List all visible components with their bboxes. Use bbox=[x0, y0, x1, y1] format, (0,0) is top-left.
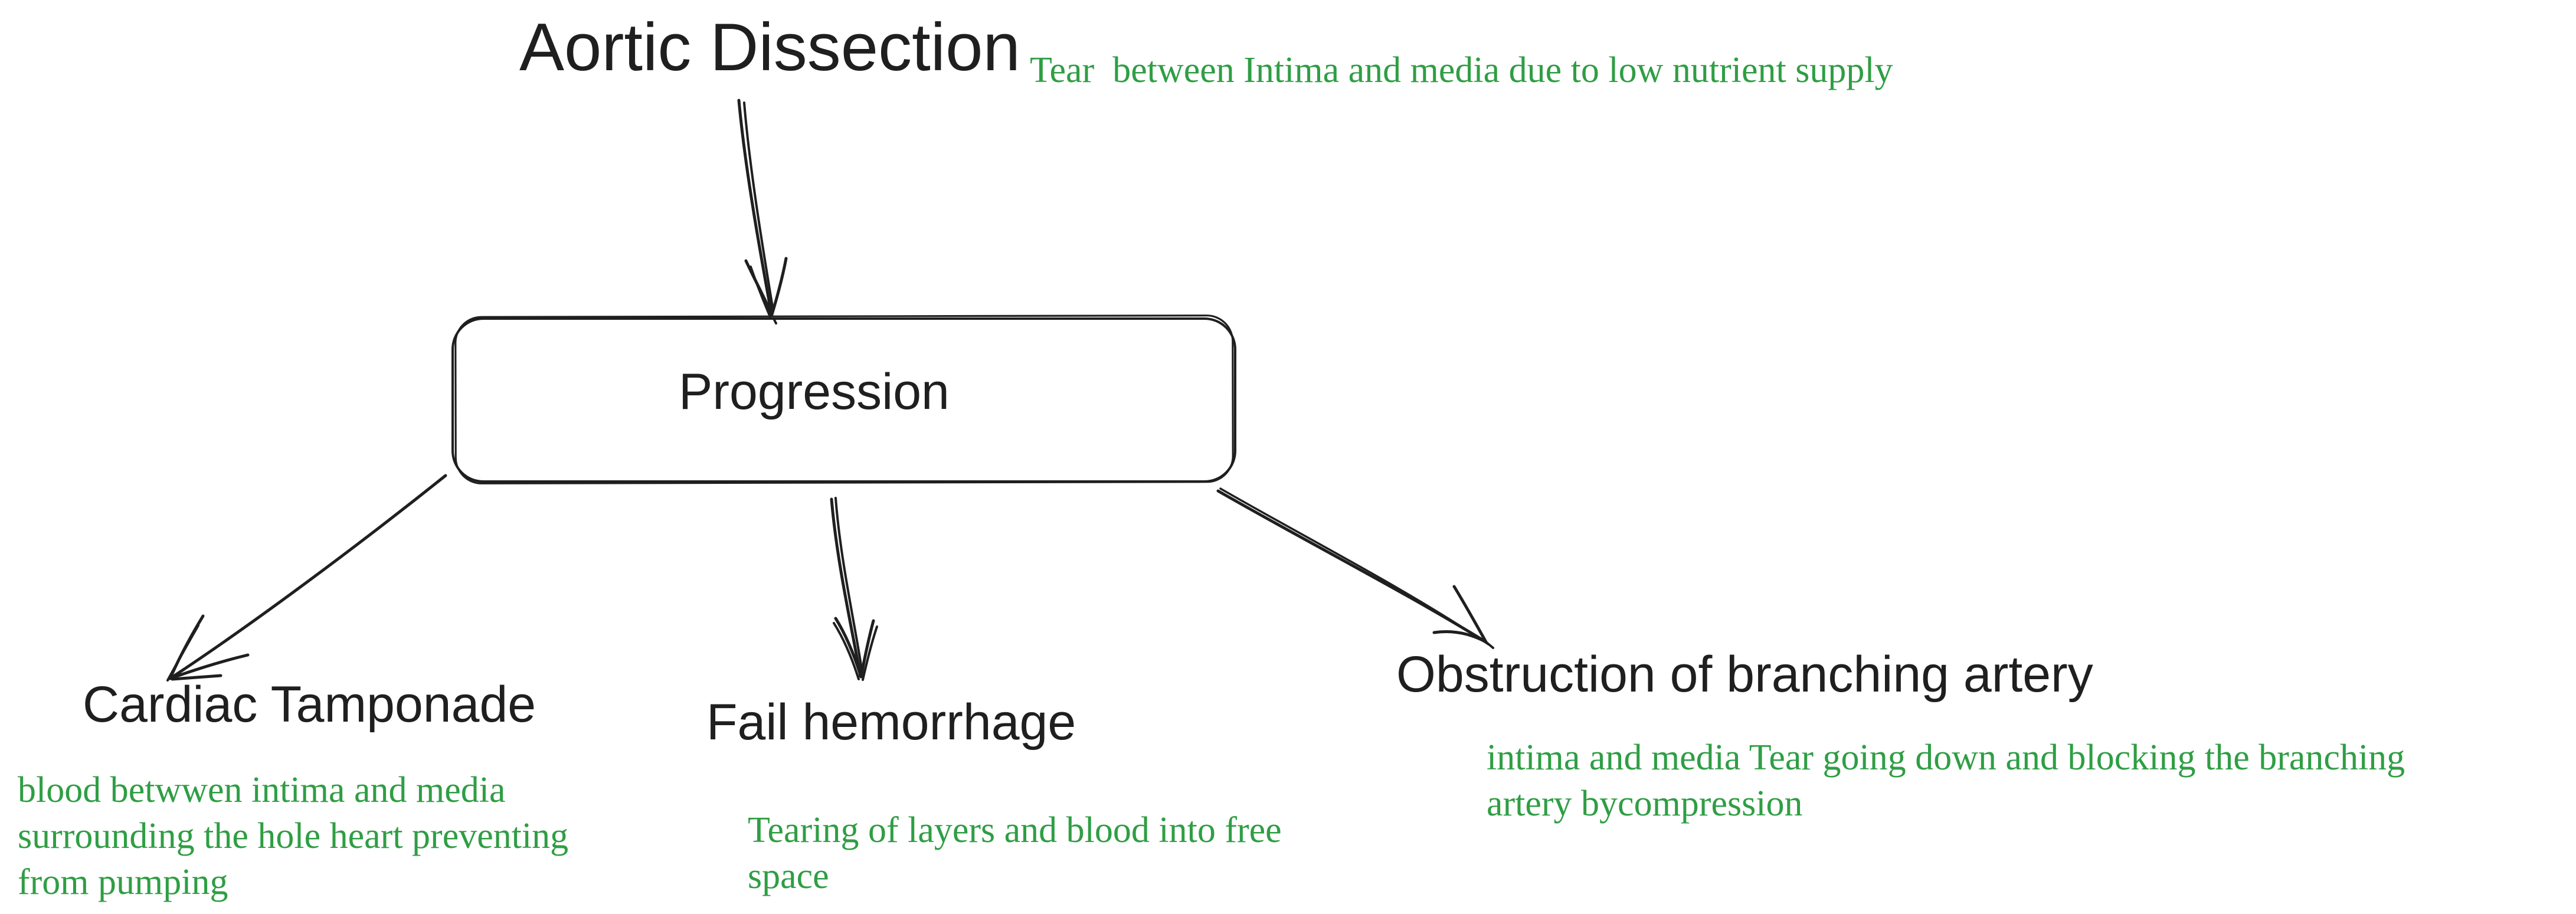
note-fail-hemorrhage: Tearing of layers and blood into free sp… bbox=[748, 810, 1282, 896]
arrow-progression-to-obstruction-icon bbox=[1216, 487, 1494, 649]
node-cardiac-tamponade: Cardiac Tamponade bbox=[83, 676, 536, 733]
arrow-progression-to-cardiac-tamponade-icon bbox=[166, 474, 447, 682]
node-obstruction-branching-artery: Obstruction of branching artery bbox=[1396, 646, 2093, 703]
arrow-progression-to-fail-hemorrhage-icon bbox=[830, 497, 878, 681]
arrow-title-to-progression-icon bbox=[737, 99, 788, 325]
note-obstruction-branching-artery: intima and media Tear going down and blo… bbox=[1487, 738, 2405, 824]
node-fail-hemorrhage: Fail hemorrhage bbox=[706, 694, 1076, 751]
title-aortic-dissection: Aortic Dissection bbox=[519, 10, 1020, 85]
note-cardiac-tamponade: blood betwwen intima and media surroundi… bbox=[18, 770, 569, 902]
node-progression: Progression bbox=[679, 363, 950, 420]
note-aortic-dissection: Tear between Intima and media due to low… bbox=[1030, 50, 1893, 90]
